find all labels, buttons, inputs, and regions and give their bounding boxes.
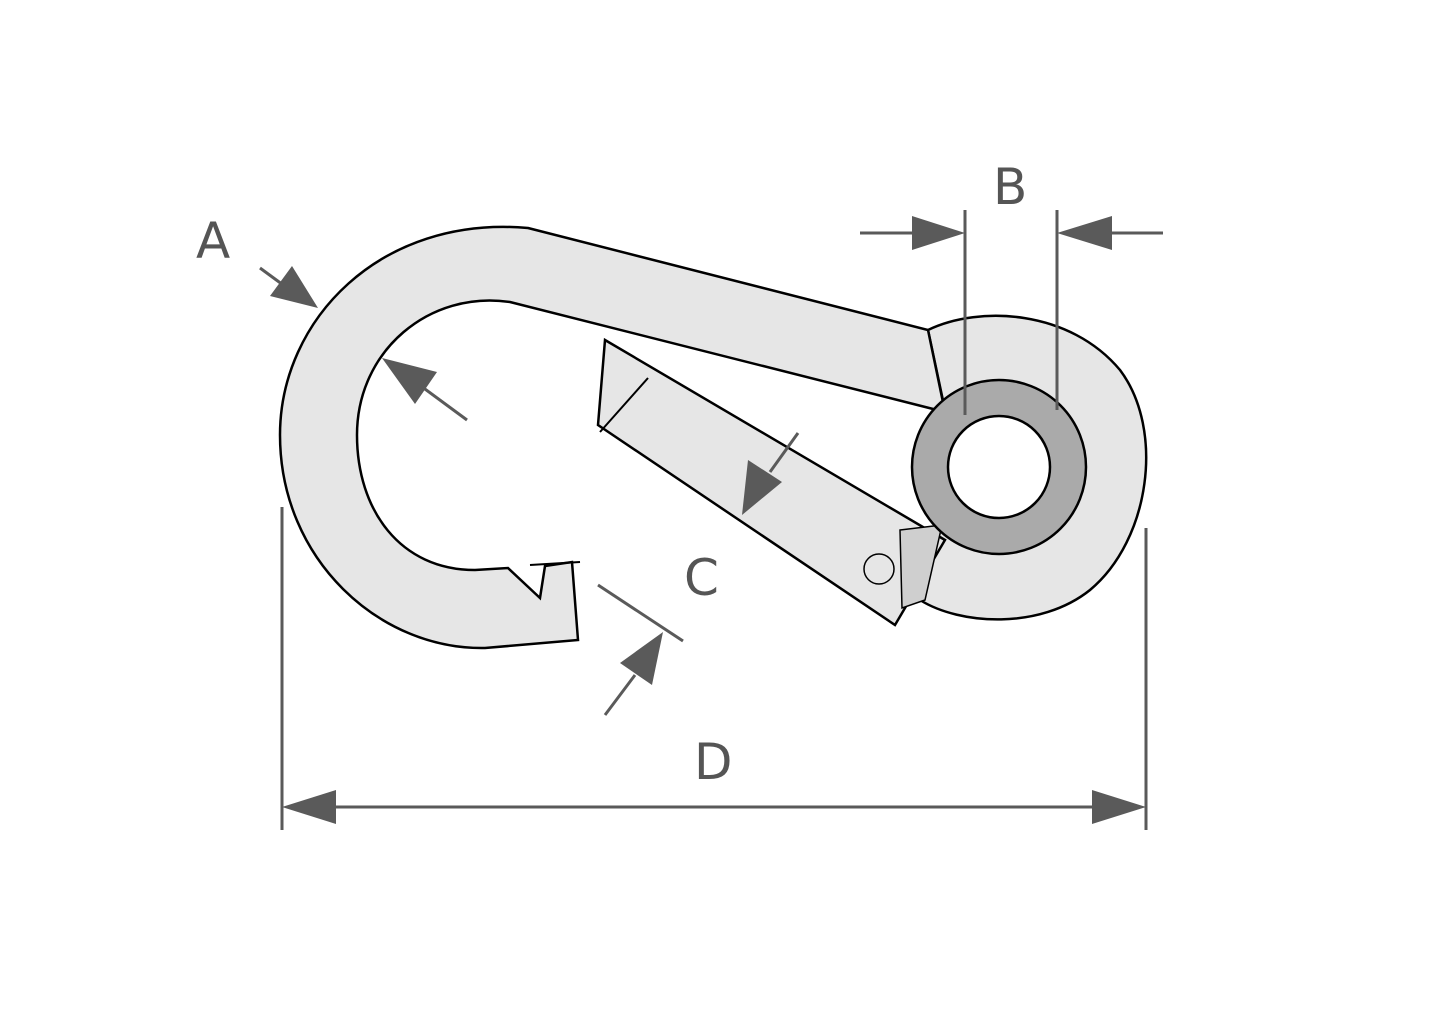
- eye-ring-outline-outer: [910, 378, 1088, 556]
- dim-c-line-upper: [768, 432, 800, 473]
- gate-tip: [899, 524, 943, 610]
- dim-d-arrow-right: [1092, 790, 1146, 824]
- label-c: C: [684, 549, 719, 607]
- dim-b-arrow-right: [1057, 216, 1112, 250]
- hook-body: [278, 225, 947, 650]
- label-b: B: [993, 158, 1027, 216]
- dim-a-arrow-outer: [270, 266, 318, 308]
- dim-a-arrow-inner: [382, 358, 437, 404]
- gate-rivet: [863, 553, 895, 585]
- dim-d-arrow-left: [282, 790, 336, 824]
- dim-c-line-lower: [603, 674, 637, 716]
- label-d: D: [694, 733, 733, 791]
- gate-cut-line: [599, 377, 649, 433]
- dim-b-arrow-left: [912, 216, 965, 250]
- dim-c-arrow-upper: [742, 460, 782, 515]
- dim-c-ext: [597, 583, 684, 643]
- label-a: A: [196, 212, 230, 270]
- eye-ring: [912, 380, 1086, 554]
- dim-c-arrow-lower: [620, 632, 663, 685]
- hook-cut-line: [529, 561, 581, 566]
- eye-hole: [946, 414, 1052, 520]
